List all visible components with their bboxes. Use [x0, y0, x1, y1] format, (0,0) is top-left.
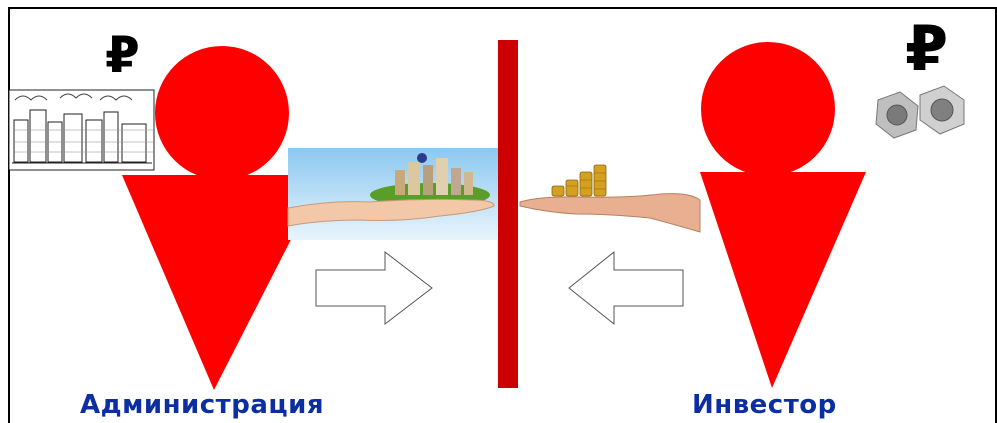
arrow-right-icon [316, 252, 432, 324]
investor-head [701, 42, 835, 176]
ruble-sign-right: ₽ [905, 12, 948, 85]
ruble-sign-left: ₽ [105, 26, 140, 84]
administration-label: Администрация [80, 390, 324, 420]
administration-head [155, 46, 289, 180]
center-divider [498, 40, 518, 388]
city-sketch-icon [9, 90, 154, 170]
hand-with-coins-icon [520, 165, 700, 232]
arrow-left-icon [569, 252, 683, 324]
nuts-icon [876, 86, 964, 138]
investor-body [700, 172, 866, 388]
investor-label: Инвестор [692, 390, 837, 420]
hand-with-city-icon [288, 148, 498, 240]
